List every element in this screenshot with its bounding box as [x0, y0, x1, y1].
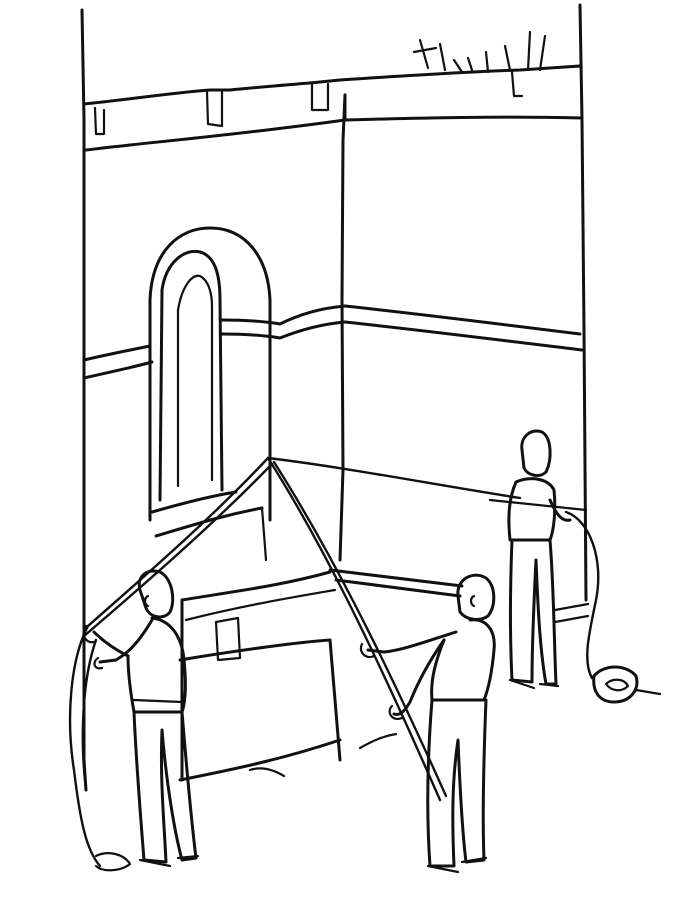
window-sill-top: [150, 490, 238, 514]
lower-band-right-2: [553, 602, 590, 612]
figure-right-arm: [548, 498, 572, 522]
figure-right-feet: [508, 678, 560, 690]
window-glass-arch: [176, 274, 214, 488]
well-front-wall: [178, 638, 342, 762]
figure-center-legs: [426, 698, 488, 868]
tower-corner-edge: [338, 93, 347, 562]
well-back-wall-2: [184, 588, 337, 622]
well-back-wall: [180, 570, 332, 602]
rope-apex-to-center-figure: [266, 456, 442, 802]
figure-left-torso: [126, 616, 187, 714]
well-block: [214, 616, 242, 662]
battlement-ledge-right: [343, 115, 584, 122]
tower: [80, 3, 590, 792]
merlon-notch-2: [205, 90, 224, 128]
figure-center-hands: [359, 642, 404, 720]
figure-left-arm-lower: [92, 630, 130, 658]
lower-band-right-1: [488, 498, 588, 512]
merlon-notch-4: [510, 70, 524, 98]
rope-left-to-apex: [86, 456, 270, 628]
figure-left-legs: [132, 710, 198, 864]
figure-left-arm-upper: [98, 618, 154, 664]
figure-center: [359, 573, 496, 874]
figure-center-feet: [426, 856, 488, 874]
well-front-bottom: [178, 738, 342, 782]
rope-apex-to-right-figure: [266, 456, 522, 500]
figure-right-torso: [507, 477, 557, 542]
string-course-mid-bottom: [220, 320, 347, 340]
figure-center-ear: [469, 594, 476, 608]
figure-center-torso: [430, 618, 496, 702]
rope-coil-right: [564, 510, 600, 680]
figure-center-arm-back: [392, 638, 446, 716]
rope-coil-left: [68, 624, 102, 868]
figure-left: [82, 569, 200, 868]
window-inner-arch: [158, 249, 224, 502]
tower-right-edge: [578, 3, 588, 602]
rope-bucket-hole: [604, 678, 630, 692]
string-course-right-bottom: [343, 320, 584, 352]
figure-right: [507, 429, 572, 690]
string-course-left-top: [82, 344, 152, 362]
rope-coil-left-end: [94, 852, 132, 872]
well-right-rim: [328, 568, 464, 598]
battlement-top: [82, 64, 582, 106]
string-course-right-top: [343, 304, 582, 336]
figure-left-hand: [82, 624, 104, 670]
rope-bucket-tail: [634, 688, 662, 696]
window-outer-arch: [148, 226, 272, 522]
rope-left-to-apex-2: [82, 462, 274, 638]
merlon-notch-3: [310, 82, 330, 112]
lower-band-right-3: [553, 614, 590, 624]
ropes: [68, 456, 662, 872]
figure-left-head: [137, 569, 175, 619]
figure-right-head: [520, 429, 552, 477]
figure-left-feet: [138, 854, 200, 868]
battlement-ledge-left: [84, 118, 347, 152]
merlon-notch-1: [93, 106, 106, 136]
arched-window: [148, 226, 272, 562]
figure-center-head: [456, 573, 496, 621]
rope-bucket: [592, 665, 639, 704]
figure-left-ear: [143, 594, 150, 608]
figure-left-belt: [132, 698, 184, 704]
string-course-left-bottom: [82, 360, 154, 380]
figure-center-arm-front: [366, 630, 458, 654]
ground-line: [248, 732, 398, 778]
tower-left-edge: [80, 8, 88, 792]
figure-right-legs: [509, 538, 558, 686]
window-sill-bottom: [154, 506, 264, 538]
plants-on-top: [412, 30, 547, 74]
string-course-mid-top: [220, 304, 347, 326]
window-sill-edge: [260, 506, 268, 562]
rope-apex-to-center-figure-2: [272, 460, 448, 798]
well-opening: [178, 568, 464, 782]
